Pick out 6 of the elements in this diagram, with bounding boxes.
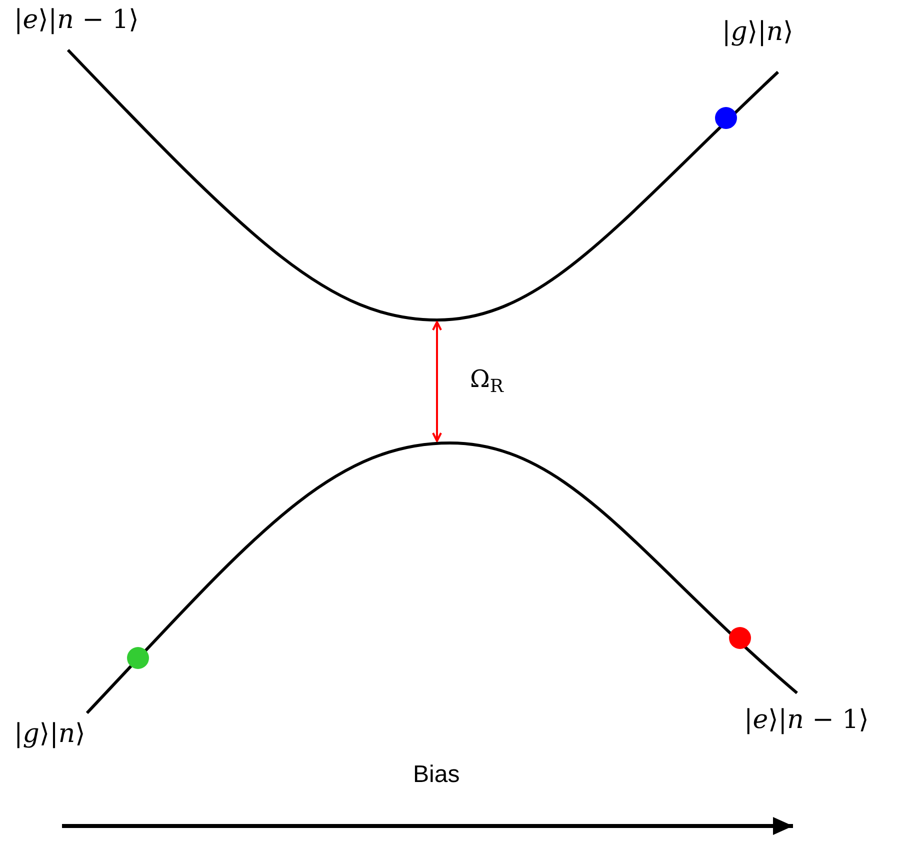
state-label: |g⟩|n⟩ — [14, 718, 86, 750]
state-label: |e⟩|n − 1⟩ — [14, 4, 139, 36]
axis-label: Bias — [413, 760, 460, 790]
state-label: |g⟩|n⟩ — [722, 16, 794, 48]
state-label: |e⟩|n − 1⟩ — [744, 704, 869, 736]
splitting-label: Ω$_{R}$ — [470, 364, 504, 394]
